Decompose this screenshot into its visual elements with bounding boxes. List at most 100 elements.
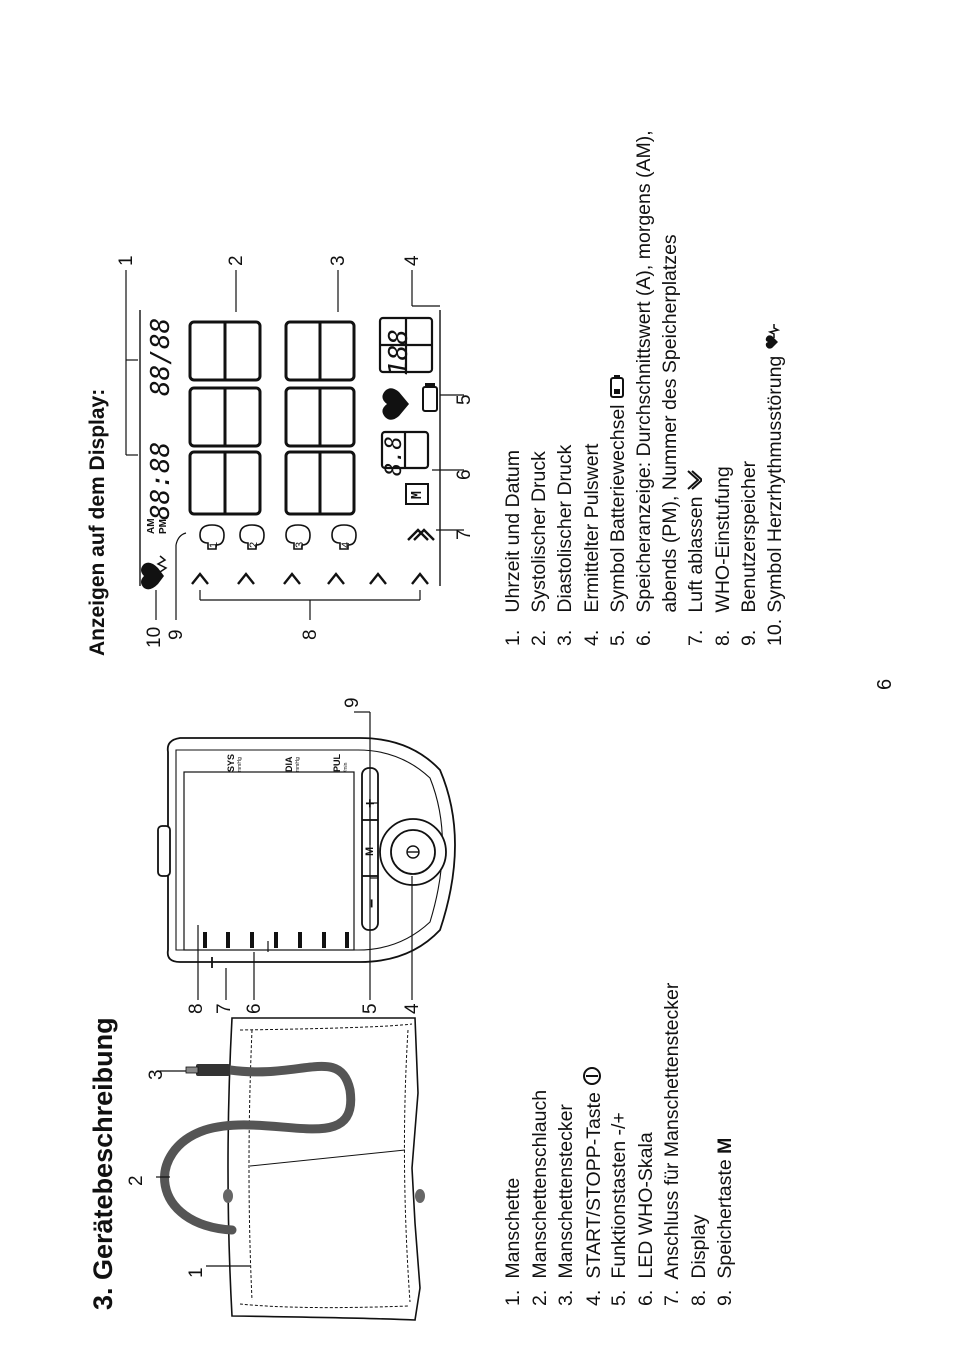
callout-display-3: 3 xyxy=(328,255,349,266)
display-list-item: 6. Speicheranzeige: Durchschnittswert (A… xyxy=(633,130,656,646)
cuff-tube xyxy=(160,1061,356,1235)
list-number: 7. xyxy=(661,1289,683,1306)
cuff-connector xyxy=(185,1064,230,1076)
user-memory-icons xyxy=(199,524,357,550)
list-number: 1. xyxy=(502,629,524,646)
list-text: Systolischer Druck xyxy=(528,451,551,613)
device-list-item: 7. Anschluss für Manschettenstecker xyxy=(661,983,684,1306)
callout-device-9: 9 xyxy=(342,697,363,708)
list-number: 9. xyxy=(714,1289,736,1306)
lcd-user-3: 3 xyxy=(294,541,306,548)
power-button-symbol xyxy=(406,845,420,859)
device-pul-label: PUL xyxy=(332,754,342,772)
lcd-date: 88/88 xyxy=(146,317,176,396)
battery-icon xyxy=(607,374,630,399)
device-dia-label: DIA xyxy=(284,756,294,773)
display-list-item: abends (PM), Nummer des Speicherplatzes xyxy=(659,234,682,646)
lcd-user-4: 4 xyxy=(340,541,352,548)
lcd-time: 88:88 xyxy=(146,441,176,520)
callout-cuff-3: 3 xyxy=(146,1069,167,1080)
list-number: 3. xyxy=(555,1289,577,1306)
list-number: 3. xyxy=(554,629,577,646)
callout-display-1: 1 xyxy=(116,255,137,266)
callout-display-6: 6 xyxy=(454,469,475,480)
list-text: Speichertaste xyxy=(714,1159,736,1279)
device-mem-label: M xyxy=(364,846,376,856)
list-number: 2. xyxy=(528,629,551,646)
list-number: 6. xyxy=(634,1289,657,1306)
display-list-item: 10. Symbol Herzrhythmusstörung xyxy=(764,323,788,646)
list-text: Uhrzeit und Datum xyxy=(502,450,524,613)
display-heading: Anzeigen auf dem Display: xyxy=(86,388,109,656)
page-number: 6 xyxy=(874,678,896,690)
device-list-item: 3. Manschettenstecker xyxy=(555,1104,578,1306)
list-text: LED WHO-Skala xyxy=(634,1132,657,1279)
list-text: Symbol Herzrhythmusstörung xyxy=(764,355,787,613)
lcd-pulse: 188 xyxy=(384,329,414,376)
lcd-sub: 8.8 xyxy=(382,436,407,476)
lcd-pulse-digits xyxy=(378,316,434,470)
display-list-item: 7. Luft ablassen xyxy=(685,469,708,646)
list-text: Anschluss für Manschettenstecker xyxy=(661,982,683,1280)
device-list-item: 9. Speichertaste M xyxy=(714,1138,737,1306)
list-text: Manschette xyxy=(502,1177,524,1279)
device-sys-label: SYS xyxy=(226,753,236,772)
list-text: Benutzerspeicher xyxy=(737,460,760,613)
lcd-user-1: 1 xyxy=(208,541,220,548)
memory-box-icon xyxy=(405,483,429,505)
list-number: 8. xyxy=(687,1289,710,1306)
list-number: 6. xyxy=(633,629,655,646)
callout-device-8: 8 xyxy=(186,1003,207,1014)
cuff-callout-lines xyxy=(156,1070,250,1267)
device-list-item: 6. LED WHO-Skala xyxy=(635,1132,658,1306)
who-chevrons xyxy=(191,528,435,585)
lcd-seven-segment-digits xyxy=(188,320,356,516)
device-list-item: 4. START/STOPP-Taste xyxy=(582,1066,608,1306)
list-number: 8. xyxy=(711,629,734,646)
list-text: Ermittelter Pulswert xyxy=(580,443,603,613)
display-list-item: 2. Systolischer Druck xyxy=(528,451,551,646)
callout-device-5: 5 xyxy=(360,1003,381,1014)
callout-display-7: 7 xyxy=(454,529,475,540)
list-text: Symbol Batteriewechsel xyxy=(606,404,629,613)
callout-device-7: 7 xyxy=(214,1003,235,1014)
lcd-mem-box: M xyxy=(410,491,425,499)
pulse-heart-icon xyxy=(382,388,409,420)
callout-cuff-1: 1 xyxy=(186,1267,207,1278)
display-list-item: 3. Diastolischer Druck xyxy=(554,445,577,646)
display-list-item: 1. Uhrzeit und Datum xyxy=(502,450,525,646)
device-plus-label: + xyxy=(362,798,379,808)
list-text: WHO-Einstufung xyxy=(711,466,734,613)
display-list-item: 4. Ermittelter Pulswert xyxy=(581,444,604,646)
callout-display-4: 4 xyxy=(402,255,423,266)
list-text: START/STOPP-Taste xyxy=(582,1092,605,1279)
list-number: 10. xyxy=(764,618,787,646)
device-list-item: 5. Funktionstasten -/+ xyxy=(608,1112,631,1306)
irregular-heartbeat-icon xyxy=(141,555,168,590)
list-number: 5. xyxy=(608,1289,630,1306)
list-number: 9. xyxy=(737,629,760,646)
list-number: 4. xyxy=(580,629,603,646)
device-list-item: 1. Manschette xyxy=(502,1178,525,1306)
lcd-user-2: 2 xyxy=(248,541,260,548)
list-text: Manschettenschlauch xyxy=(528,1089,551,1279)
device-pul-unit: /min xyxy=(343,762,349,772)
irregular-heartbeat-icon xyxy=(764,323,788,350)
list-bold-suffix: M xyxy=(714,1137,736,1154)
callout-display-10: 10 xyxy=(144,626,165,648)
battery-icon xyxy=(422,383,438,412)
device-list-item: 8. Display xyxy=(688,1215,711,1306)
list-text: Luft ablassen xyxy=(685,496,708,613)
list-number: 2. xyxy=(528,1289,551,1306)
callout-display-2: 2 xyxy=(226,255,247,266)
lcd-frame xyxy=(139,310,441,586)
power-icon xyxy=(582,1066,608,1086)
list-number: 7. xyxy=(685,629,708,646)
list-number: 5. xyxy=(606,629,629,646)
device-callout-lines xyxy=(197,711,413,1000)
display-list-item: 5. Symbol Batteriewechsel xyxy=(607,374,630,646)
list-text: Diastolischer Druck xyxy=(554,444,577,613)
callout-device-4: 4 xyxy=(402,1003,423,1014)
callout-display-9: 9 xyxy=(166,629,187,640)
